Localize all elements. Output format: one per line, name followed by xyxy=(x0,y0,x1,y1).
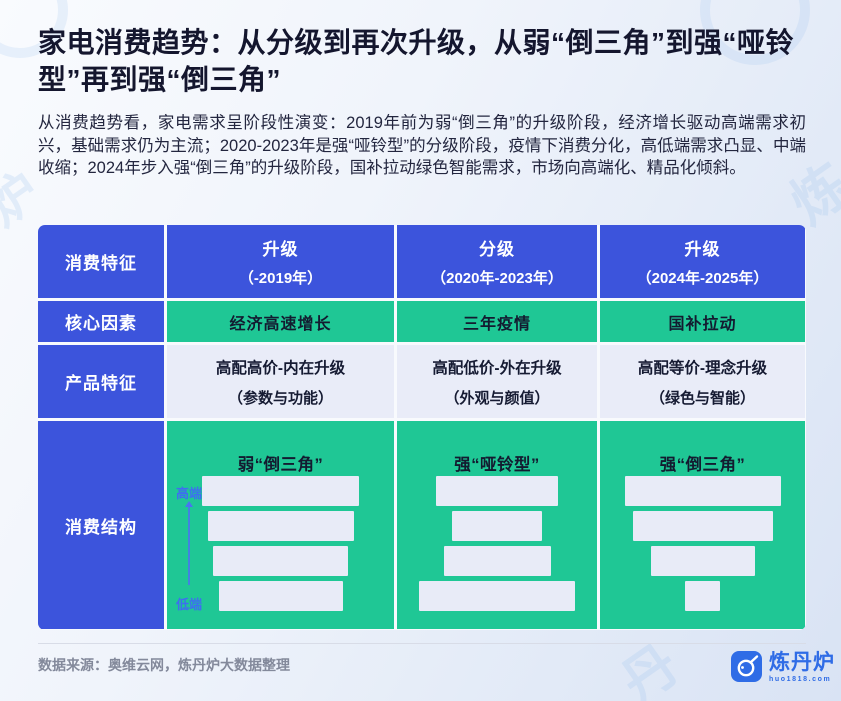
feature-subline: （外观与颜值） xyxy=(444,389,550,407)
funnel-title: 弱“倒三角” xyxy=(237,456,324,474)
page-title: 家电消费趋势：从分级到再次升级，从弱“倒三角”到强“哑铃型”再到强“倒三角” xyxy=(38,27,795,95)
funnel-bar xyxy=(419,581,575,611)
row-label-consumption-structure: 消费结构 xyxy=(38,421,164,629)
funnel-bar xyxy=(452,511,542,541)
high-low-axis: 高端 低端 xyxy=(171,421,207,629)
period-label: （-2019年） xyxy=(238,270,323,287)
funnel-bar xyxy=(218,581,343,611)
funnel-strong-inverted-triangle: 强“倒三角” xyxy=(600,421,805,629)
funnel-bars xyxy=(167,476,394,611)
funnel-title: 强“哑铃型” xyxy=(454,456,540,474)
feature-line: 高配高价-内在升级 xyxy=(215,359,346,377)
furnace-logo-icon xyxy=(731,651,762,687)
header-cell-period-3: 升级 （2024年-2025年） xyxy=(600,225,805,298)
feature-line: 高配低价-外在升级 xyxy=(432,359,562,377)
funnel-strong-dumbbell: 强“哑铃型” xyxy=(397,421,597,629)
brand-name: 炼丹炉 xyxy=(769,651,835,674)
funnel-bar xyxy=(624,476,781,506)
funnel-title: 强“倒三角” xyxy=(659,456,746,474)
watermark-glyph: 丹 xyxy=(610,633,690,701)
feature-line: 高配等价-理念升级 xyxy=(637,359,768,377)
funnel-bar xyxy=(207,511,354,541)
row-label-product-trait: 产品特征 xyxy=(38,345,164,418)
trend-table: 消费特征 升级 （-2019年） 分级 （2020年-2023年） 升级 （20… xyxy=(38,225,806,630)
brand-logo: 炼丹炉 huo1818.com xyxy=(731,651,835,687)
funnel-bar xyxy=(202,476,359,506)
brand-url: huo1818.com xyxy=(769,676,832,683)
axis-label-low-end: 低端 xyxy=(175,597,202,612)
axis-line xyxy=(188,507,190,585)
core-factor-cell: 经济高速增长 xyxy=(167,301,394,342)
period-label: （2020年-2023年） xyxy=(431,270,563,287)
header-cell-period-1: 升级 （-2019年） xyxy=(167,225,394,298)
core-factor-cell: 三年疫情 xyxy=(397,301,597,342)
funnel-bar xyxy=(436,476,558,506)
funnel-weak-inverted-triangle: 高端 低端 弱“倒三角” xyxy=(167,421,394,629)
core-factor-cell: 国补拉动 xyxy=(600,301,805,342)
period-label: （2024年-2025年） xyxy=(636,270,769,287)
data-source: 数据来源：奥维云网，炼丹炉大数据整理 xyxy=(38,657,290,673)
header-cell-period-2: 分级 （2020年-2023年） xyxy=(397,225,597,298)
brand-text: 炼丹炉 huo1818.com xyxy=(769,651,835,683)
product-feature-cell: 高配等价-理念升级 （绿色与智能） xyxy=(600,345,805,418)
funnel-bar xyxy=(443,546,551,576)
phase-label: 升级 xyxy=(262,240,299,259)
row-label-consumption-trait: 消费特征 xyxy=(38,225,164,298)
funnel-bar xyxy=(650,546,755,576)
product-feature-cell: 高配低价-外在升级 （外观与颜值） xyxy=(397,345,597,418)
funnel-bars xyxy=(397,476,597,611)
intro-paragraph: 从消费趋势看，家电需求呈阶段性演变：2019年前为弱“倒三角”的升级阶段，经济增… xyxy=(38,114,806,177)
phase-label: 分级 xyxy=(479,240,515,259)
phase-label: 升级 xyxy=(684,240,721,259)
footer-divider xyxy=(38,643,806,644)
product-feature-cell: 高配高价-内在升级 （参数与功能） xyxy=(167,345,394,418)
funnel-bar xyxy=(685,581,720,611)
arrow-up-icon xyxy=(185,501,193,507)
feature-subline: （参数与功能） xyxy=(227,389,333,407)
axis-label-high-end: 高端 xyxy=(175,486,202,501)
funnel-bars xyxy=(600,476,805,611)
row-label-core-factor: 核心因素 xyxy=(38,301,164,342)
funnel-bar xyxy=(632,511,773,541)
feature-subline: （绿色与智能） xyxy=(649,389,755,407)
funnel-bar xyxy=(213,546,348,576)
